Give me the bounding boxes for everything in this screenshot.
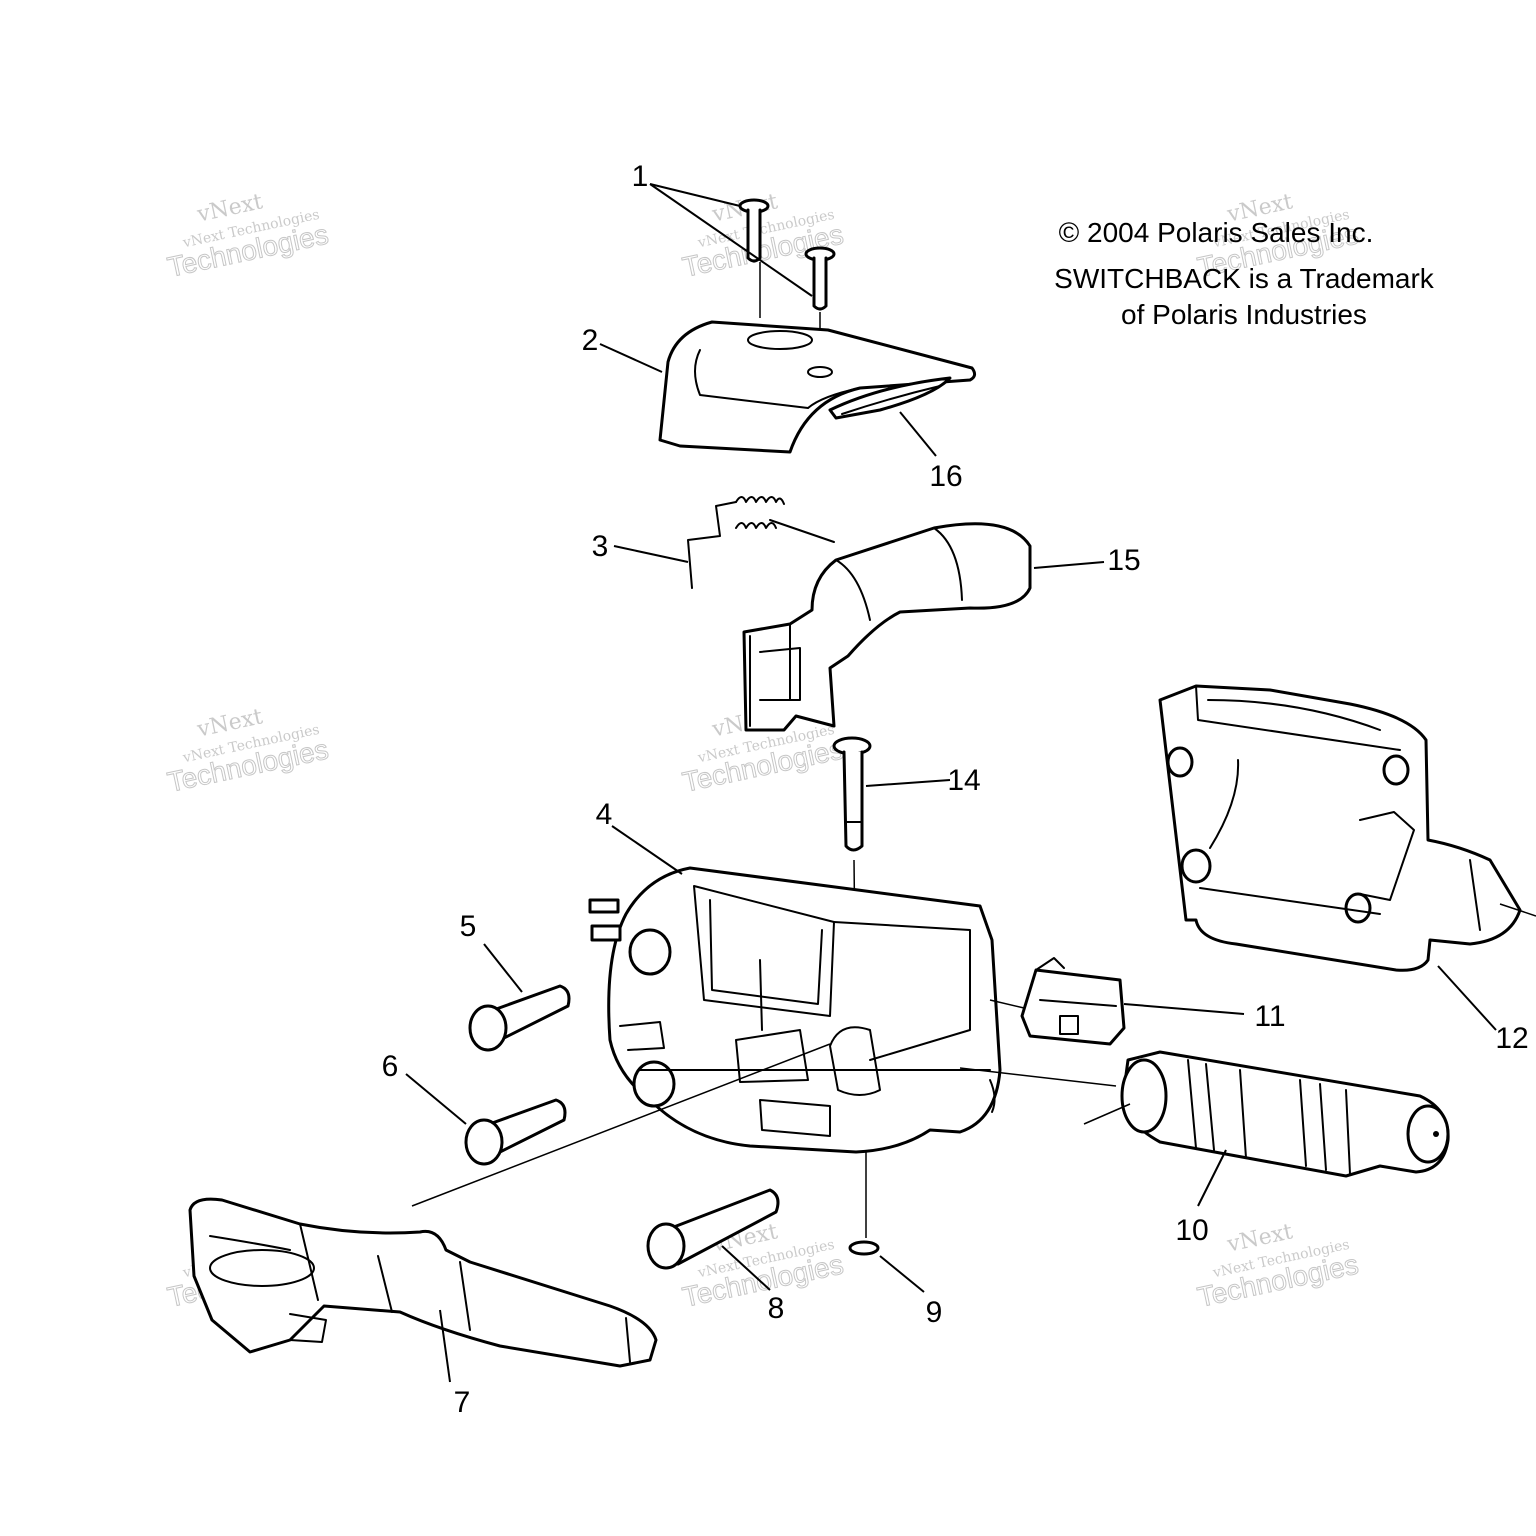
callout-6: 6 bbox=[382, 1050, 399, 1083]
callout-10: 10 bbox=[1175, 1214, 1208, 1247]
part-10-shaft bbox=[1083, 1050, 1450, 1178]
watermark: vNext vNext Technologies Technologies bbox=[164, 189, 331, 283]
part-2-top-cover bbox=[658, 320, 977, 454]
callout-2: 2 bbox=[582, 324, 599, 357]
callout-1: 1 bbox=[632, 160, 649, 193]
part-15-throttle-lever bbox=[742, 522, 1032, 732]
callout-15: 15 bbox=[1107, 544, 1140, 577]
callout-9: 9 bbox=[926, 1296, 943, 1329]
watermark: vNext vNext Technologies Technologies bbox=[164, 704, 331, 798]
part-1-screws bbox=[738, 198, 836, 368]
callout-16: 16 bbox=[929, 460, 962, 493]
assembly-line-10 bbox=[959, 1067, 1117, 1087]
callout-11: 11 bbox=[1254, 1000, 1285, 1033]
trademark-line-2: of Polaris Industries bbox=[1121, 299, 1367, 330]
assembly-line-7 bbox=[411, 1043, 831, 1207]
watermark: vNext vNext Technologies Technologies bbox=[1194, 1219, 1361, 1313]
part-4-housing bbox=[588, 866, 1002, 1154]
part-8-bolt bbox=[646, 1188, 780, 1270]
callout-5: 5 bbox=[460, 910, 477, 943]
callout-labels: 1 2 3 4 5 6 7 8 9 10 11 12 14 15 16 bbox=[382, 160, 1529, 1419]
part-5-bolt bbox=[468, 984, 571, 1052]
trademark-line-1: SWITCHBACK is a Trademark bbox=[1054, 263, 1435, 294]
callout-14: 14 bbox=[947, 764, 980, 797]
part-7-brake-lever bbox=[188, 1197, 658, 1368]
part-12-cover bbox=[1158, 684, 1536, 972]
part-16-gasket bbox=[828, 376, 952, 420]
leader-lines bbox=[405, 183, 1497, 1383]
part-6-bolt bbox=[464, 1098, 567, 1166]
callout-8: 8 bbox=[768, 1292, 785, 1325]
callout-3: 3 bbox=[592, 530, 609, 563]
callout-12: 12 bbox=[1495, 1022, 1528, 1055]
part-3-spring bbox=[687, 496, 835, 589]
copyright-notice: © 2004 Polaris Sales Inc. SWITCHBACK is … bbox=[1054, 217, 1435, 330]
part-9-washer bbox=[848, 1150, 880, 1256]
callout-4: 4 bbox=[596, 798, 613, 831]
callout-7: 7 bbox=[454, 1386, 471, 1419]
part-11-switch bbox=[989, 957, 1126, 1046]
copyright-line: © 2004 Polaris Sales Inc. bbox=[1059, 217, 1374, 248]
